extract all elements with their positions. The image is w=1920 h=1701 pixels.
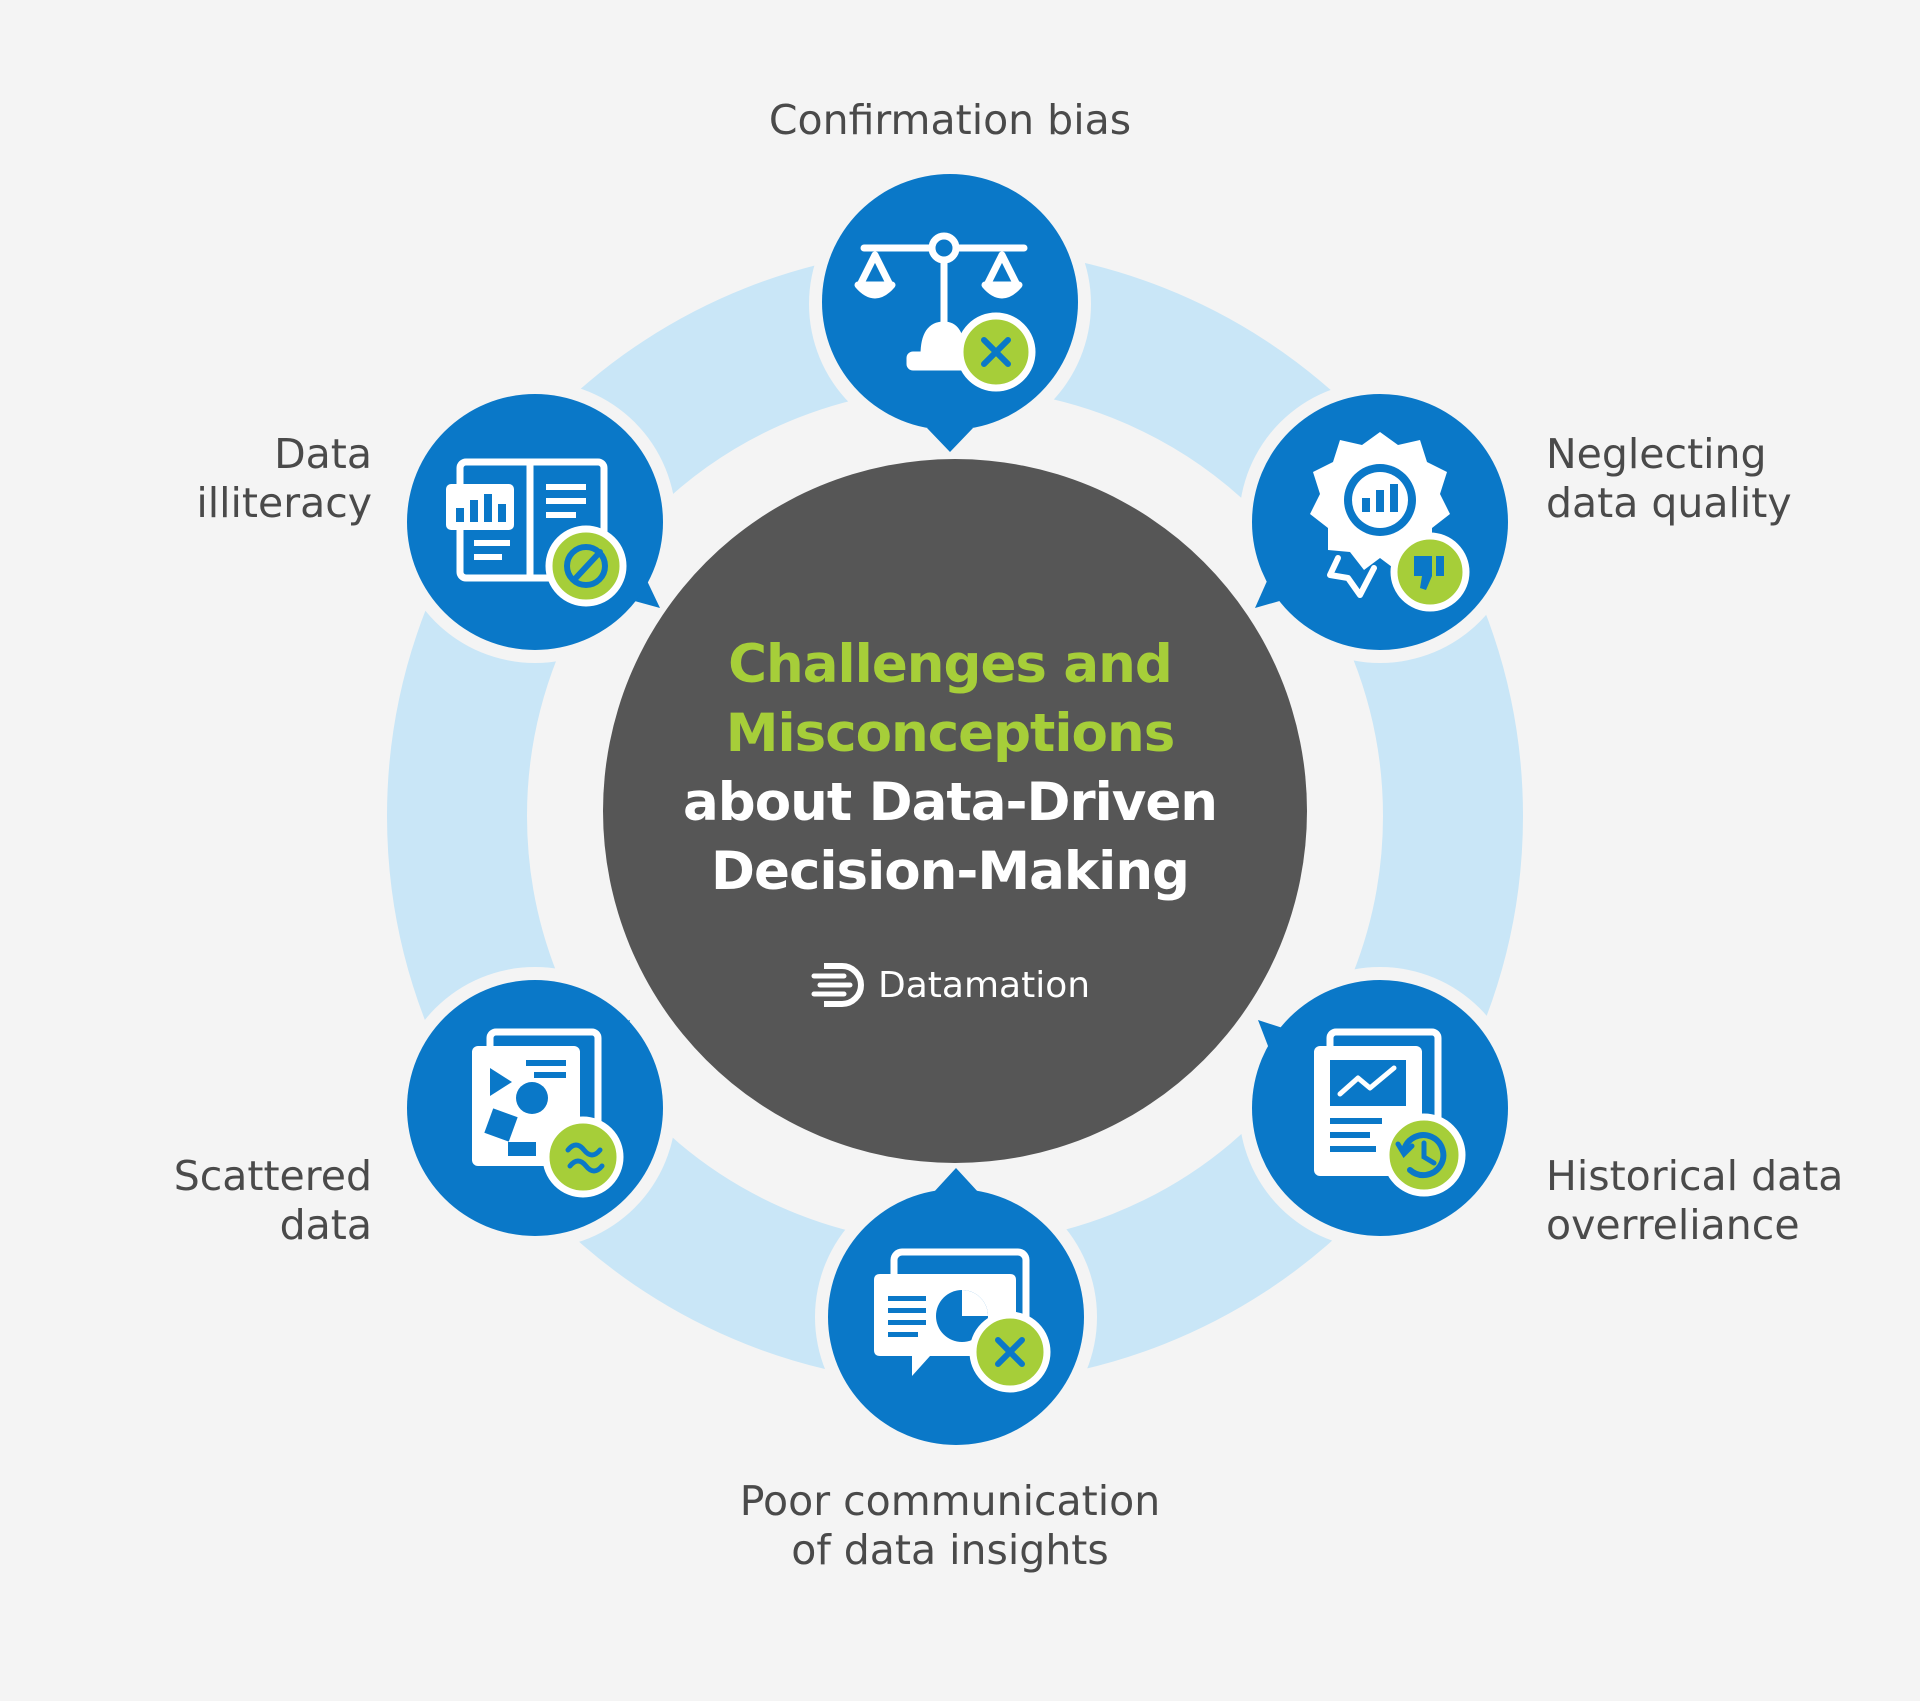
- label-line: of data insights: [791, 1526, 1109, 1574]
- node-scattered-data: [394, 967, 676, 1249]
- scattered-shapes-icon: [472, 1028, 624, 1198]
- datamation-logo-icon: [811, 963, 864, 1007]
- label-line: Scattered: [173, 1152, 372, 1200]
- title-line-2: Misconceptions: [725, 703, 1176, 764]
- center-circle: [603, 459, 1307, 1163]
- node-historical-data-overreliance: [1239, 967, 1521, 1249]
- label-line: data quality: [1546, 479, 1792, 527]
- label-neglecting-data-quality: Neglecting data quality: [1546, 430, 1792, 528]
- node-neglecting-data-quality: [1239, 381, 1521, 663]
- badge-thumbs-down-icon: [1310, 432, 1470, 612]
- label-line: Confirmation bias: [768, 96, 1132, 144]
- label-historical-data-overreliance: Historical data overreliance: [1546, 1152, 1843, 1250]
- label-data-illiteracy: Data illiteracy: [72, 430, 372, 528]
- presentation-x-icon: [874, 1248, 1051, 1393]
- scale-with-x-icon: [854, 232, 1028, 371]
- label-line: Neglecting: [1546, 430, 1767, 478]
- title-line-1: Challenges and: [728, 634, 1173, 695]
- node-poor-communication: [815, 1168, 1097, 1458]
- label-scattered-data: Scattered data: [72, 1152, 372, 1250]
- report-history-icon: [1314, 1028, 1466, 1197]
- label-poor-communication: Poor communication of data insights: [650, 1477, 1250, 1575]
- title-line-3: about Data-Driven: [682, 772, 1218, 833]
- node-confirmation-bias: [809, 163, 1091, 452]
- x-badge-icon: [956, 312, 1036, 392]
- label-line: illiteracy: [196, 479, 372, 527]
- brand: Datamation: [810, 962, 1090, 1008]
- label-line: overreliance: [1546, 1201, 1800, 1249]
- label-line: data: [279, 1201, 372, 1249]
- label-line: Historical data: [1546, 1152, 1844, 1200]
- title-line-4: Decision-Making: [711, 841, 1190, 902]
- label-confirmation-bias: Confirmation bias: [650, 96, 1250, 145]
- center-title: Challenges and Misconceptions about Data…: [620, 630, 1280, 906]
- node-data-illiteracy: [394, 381, 676, 663]
- brand-name: Datamation: [878, 964, 1091, 1006]
- label-line: Data: [274, 430, 372, 478]
- dashboard-blocked-icon: [446, 458, 627, 607]
- label-line: Poor communication: [739, 1477, 1161, 1525]
